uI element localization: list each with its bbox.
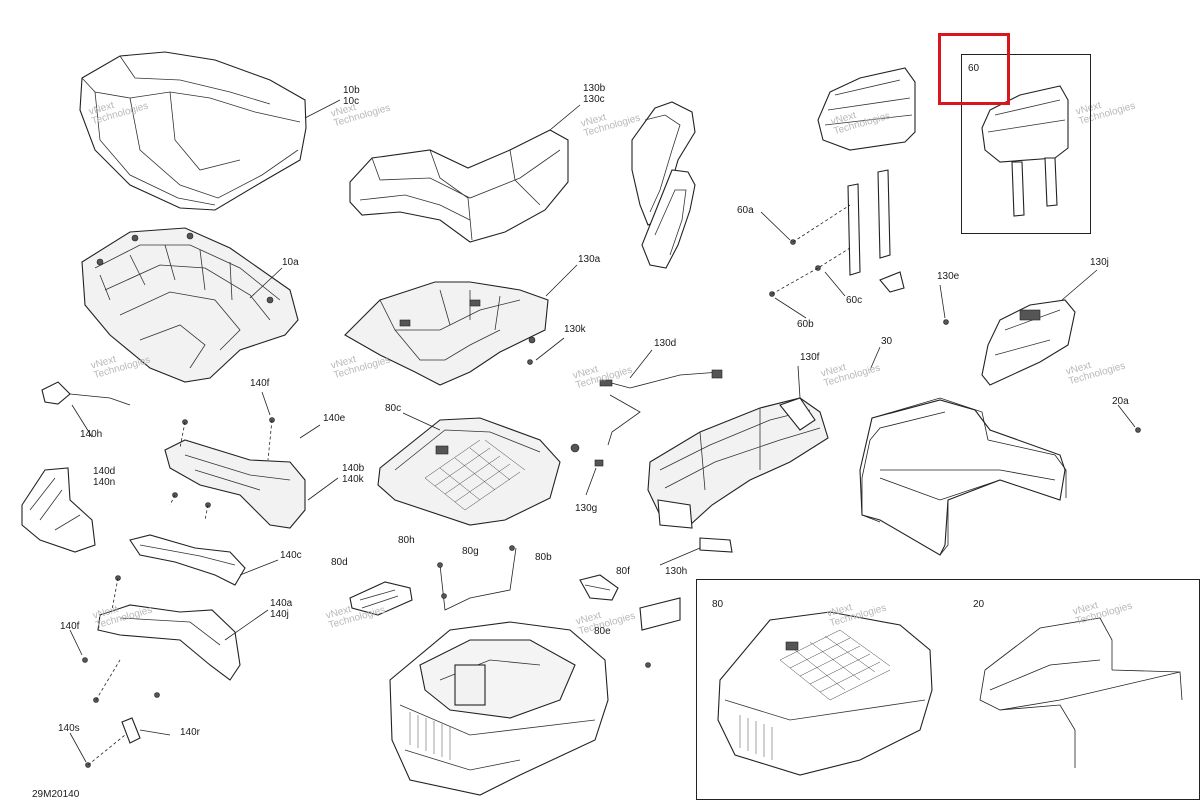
side-cover [981, 299, 1076, 386]
callout-140j[interactable]: 140j [270, 609, 289, 620]
inset-storage-assembly [717, 611, 933, 776]
callout-130j[interactable]: 130j [1090, 257, 1109, 268]
callout-60a[interactable]: 60a [737, 205, 754, 216]
latch-parts [349, 545, 681, 668]
callout-80h[interactable]: 80h [398, 535, 415, 546]
inset-label-20[interactable]: 20 [973, 599, 985, 610]
callout-130c[interactable]: 130c [583, 94, 605, 105]
callout-80g[interactable]: 80g [462, 546, 479, 557]
callout-80e[interactable]: 80e [594, 626, 611, 637]
seat-cushion [79, 51, 307, 211]
callout-130k[interactable]: 130k [564, 324, 586, 335]
callout-80b[interactable]: 80b [535, 552, 552, 563]
headrest [769, 67, 949, 325]
side-trim-parts [21, 381, 306, 768]
callout-130a[interactable]: 130a [578, 254, 601, 265]
callout-60b[interactable]: 60b [797, 319, 814, 330]
inset-box [696, 579, 1200, 800]
callout-80f[interactable]: 80f [616, 566, 630, 577]
callout-30[interactable]: 30 [881, 336, 893, 347]
callout-130f[interactable]: 130f [800, 352, 820, 363]
tube-frame [859, 397, 1141, 556]
callout-60c[interactable]: 60c [846, 295, 863, 306]
callout-20a[interactable]: 20a [1112, 396, 1129, 407]
callout-140c[interactable]: 140c [280, 550, 302, 561]
callout-140r[interactable]: 140r [180, 727, 201, 738]
callout-10a[interactable]: 10a [282, 257, 299, 268]
callout-140h[interactable]: 140h [80, 429, 103, 440]
slide-rail-assembly [570, 397, 829, 553]
callout-140d[interactable]: 140d [93, 466, 116, 477]
callout-130b[interactable]: 130b [583, 83, 606, 94]
callout-130e[interactable]: 130e [937, 271, 960, 282]
callout-140s[interactable]: 140s [58, 723, 80, 734]
control-rod [599, 369, 723, 446]
storage-lid [377, 417, 561, 526]
callout-140n[interactable]: 140n [93, 477, 116, 488]
inset-label-80[interactable]: 80 [712, 599, 724, 610]
callout-10b[interactable]: 10b [343, 85, 360, 96]
callout-140e[interactable]: 140e [323, 413, 346, 424]
headrest-box-detail [981, 85, 1069, 217]
seat-frame [344, 281, 549, 386]
callout-140f[interactable]: 140f [250, 378, 270, 389]
callout-80d[interactable]: 80d [331, 557, 348, 568]
callout-130d[interactable]: 130d [654, 338, 677, 349]
callout-60[interactable]: 60 [968, 63, 980, 74]
callout-140k[interactable]: 140k [342, 474, 364, 485]
headrest-detail-box [961, 54, 1091, 234]
leader-lines [69, 99, 1136, 763]
callout-140b[interactable]: 140b [342, 463, 365, 474]
highlight-box-60[interactable] [938, 33, 1010, 105]
seat-foam [349, 129, 569, 243]
callout-10c[interactable]: 10c [343, 96, 360, 107]
inset-tube-frame [979, 617, 1183, 768]
drawing-id: 29M20140 [32, 789, 80, 800]
callout-130g[interactable]: 130g [575, 503, 598, 514]
seat-base-pan [81, 227, 299, 383]
side-bracket-parts [631, 101, 696, 269]
callout-80c[interactable]: 80c [385, 403, 402, 414]
callout-140a[interactable]: 140a [270, 598, 293, 609]
storage-bin [389, 621, 609, 796]
callout-130h[interactable]: 130h [665, 566, 688, 577]
callout-140f-lower[interactable]: 140f [60, 621, 80, 632]
